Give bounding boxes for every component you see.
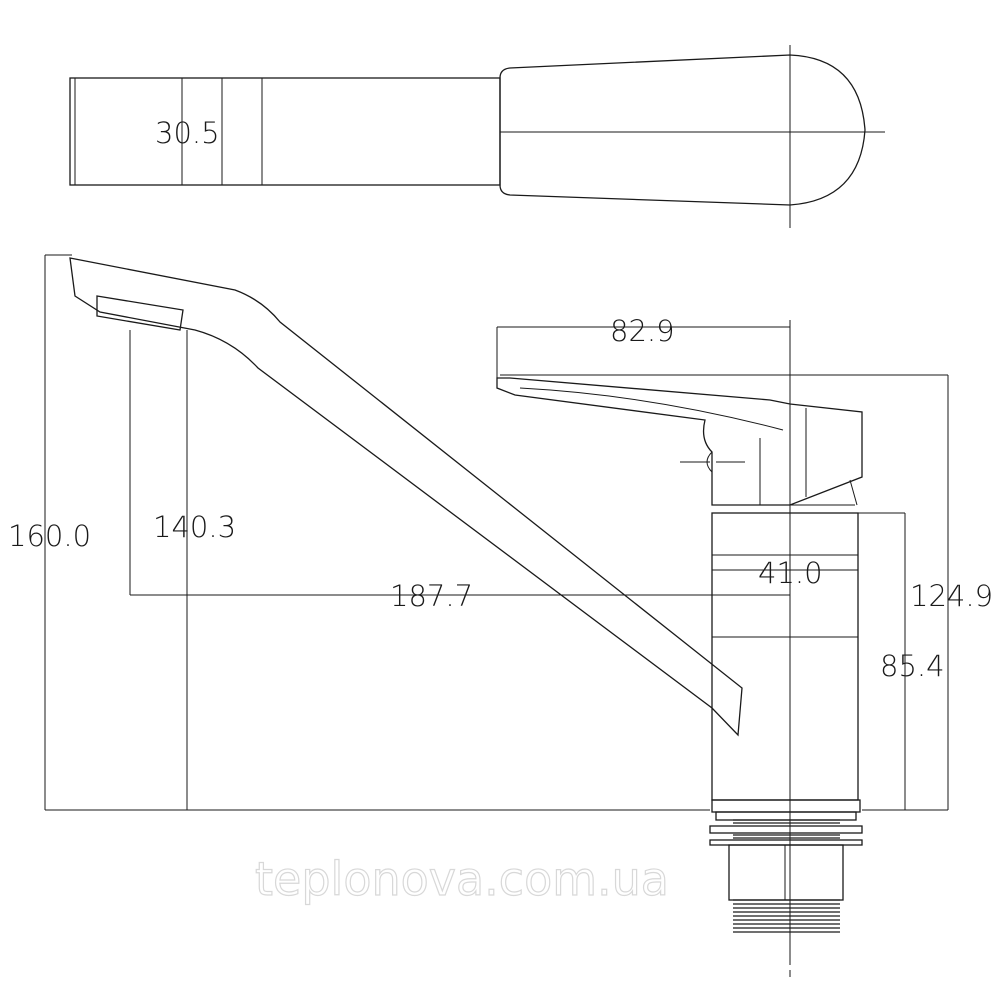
dim-spout-height: 140.3 [153,510,236,544]
dim-handle-length: 82.9 [610,314,675,348]
dim-total-height: 160.0 [8,519,91,553]
aerator [96,295,184,331]
dim-handle-height: 124.9 [910,579,993,613]
side-view [44,254,949,977]
lever [496,377,863,506]
dim-handle-width: 30.5 [155,116,220,150]
spout [69,257,743,737]
dim-body-height: 85.4 [880,649,945,683]
dim-spout-reach: 187.7 [390,579,473,613]
dimension-labels: 30.5 160.0 140.3 187.7 82.9 41.0 124.9 8… [8,116,993,683]
top-view [69,45,885,228]
dim-body-diameter: 41.0 [758,556,823,590]
watermark: teplonova.com.ua [255,852,669,906]
